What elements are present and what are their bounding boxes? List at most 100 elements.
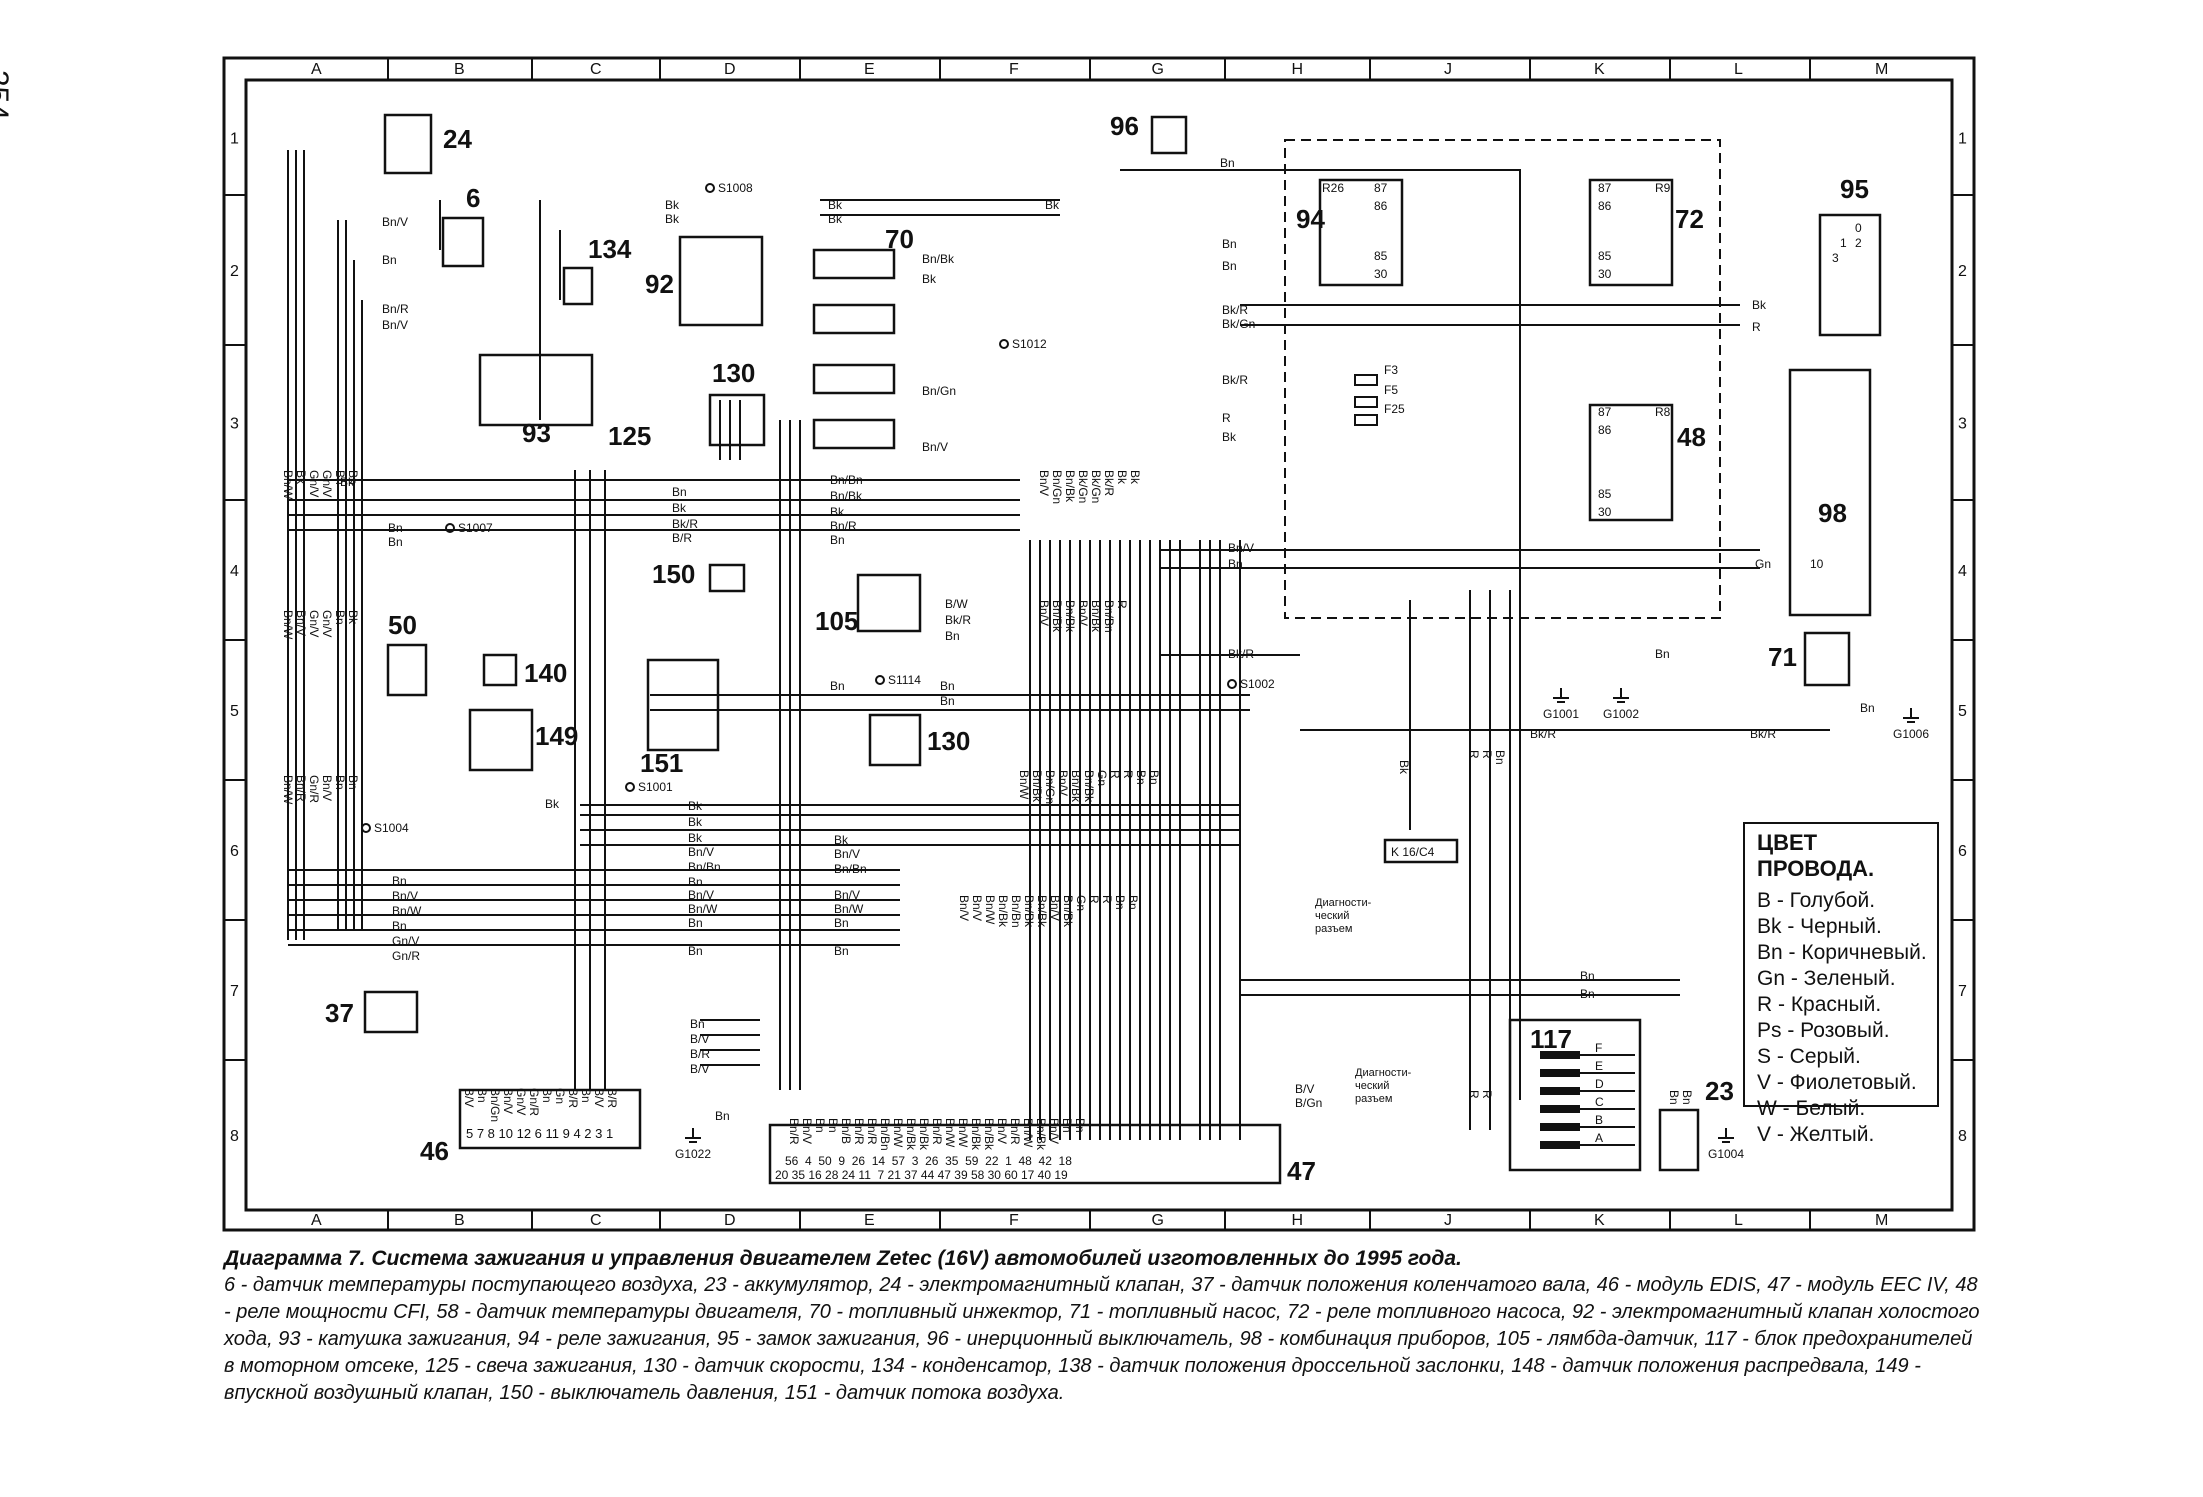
box-6 [441,216,485,268]
legend-items: B - Голубой.Bk - Черный.Bn - Коричневый.… [1757,888,1937,1148]
wire-label-vertical: Gn/V [514,1088,528,1115]
box-23 [1658,1108,1700,1172]
row-label-left: 1 [230,131,239,148]
fuse-letter-c: C [1595,1095,1604,1109]
wire-label-vertical: Bn/V [1037,470,1051,496]
box-72 [1588,178,1674,287]
wire-label-vertical: Bn/Bk [917,1118,931,1151]
relay-pin-labels: R26 R9 R8 87 86 85 30 87 86 85 30 87 86 … [1322,181,1671,519]
box-70d [812,418,896,450]
splice-dot [625,782,635,792]
wire-label: Bk [828,212,843,226]
wire-label: Bn [1655,647,1670,661]
wire-label: Bk [665,198,680,212]
row-label-right: 6 [1958,843,1967,860]
wire-label-vertical: Bk/Gn [1076,470,1090,503]
wire-label-vertical: Bn/Bk [1034,1118,1048,1151]
splice-dot [1227,679,1237,689]
relay-72-p87: 87 [1598,181,1612,195]
fuse-letter-f: F [1595,1041,1602,1055]
wire-label: Bn [688,916,703,930]
fuse-f5: F5 [1384,383,1398,397]
column-label-top: B [454,61,465,78]
wire-label: Bn [834,944,849,958]
label-130a: 130 [712,358,755,388]
wire-label: Bn [688,944,703,958]
wire-label-vertical: Bn [1493,750,1507,765]
wire-label-vertical: Bn/Bk [1089,600,1103,633]
wire-label-vertical: Bk/R [1102,470,1116,496]
splice-s1001: S1001 [638,780,673,794]
wire-label-vertical: Bn/Bk [1030,770,1044,803]
wire-label: Bn [1222,237,1237,251]
diagnostic-connector-label: Диагности- [1315,897,1372,909]
wire-label: B/Gn [1295,1096,1322,1110]
wire-label-vertical: Bn/Bk [904,1118,918,1151]
label-117: 117 [1530,1024,1572,1054]
wire-label: Bn/Bn [688,860,721,874]
component-boxes [363,113,1882,1185]
wire-label: Bk [665,212,680,226]
wire-label-vertical: R [1115,600,1129,609]
relay-48-p30: 30 [1598,505,1612,519]
ground-g1004: G1004 [1708,1147,1744,1161]
wire-label-vertical: Bk [1397,760,1411,775]
ground-g1022: G1022 [675,1147,711,1161]
relay-72-p86: 86 [1598,199,1612,213]
wire-label-vertical: Bn/V [1047,1118,1061,1144]
wire-label-vertical: Gn/V [307,470,321,497]
wire-label: Bn [830,533,845,547]
wire-label-vertical: Bn/V [501,1088,515,1114]
label-47: 47 [1287,1156,1316,1186]
wire-label-vertical: B/R [566,1088,580,1108]
wire-label: Bn [834,916,849,930]
wire-label: Bk [688,799,703,813]
wire-label: Bk [1222,430,1237,444]
wire-label: Bn [690,1017,705,1031]
wire-label: Bk [922,272,937,286]
wire-label: Bn [388,535,403,549]
wire-label: Bn [830,679,845,693]
label-24: 24 [443,124,472,154]
row-label-left: 7 [230,983,239,1000]
ground-g1006: G1006 [1893,727,1929,741]
wire-label: Bn [382,253,397,267]
wire-label: Bk [688,815,703,829]
wire-label: Bn [1580,987,1595,1001]
label-94: 94 [1296,204,1325,234]
fuse-letter-b: B [1595,1113,1603,1127]
relay-72-p85: 85 [1598,249,1612,263]
column-label-bottom: D [724,1212,736,1229]
relay-94-p30: 30 [1374,267,1388,281]
wire-label: B/V [690,1062,709,1076]
splice-dot [999,339,1009,349]
wire-label-vertical: Bn/R [852,1118,866,1145]
relay-94-p87: 87 [1374,181,1388,195]
ign-switch-pos-1: 1 [1840,236,1847,250]
wire-label: Bk [830,505,845,519]
wire-label-vertical: Bn [540,1088,554,1103]
label-134: 134 [588,234,632,264]
fuse-element [1540,1141,1580,1149]
wire-label-vertical: Bn [1126,895,1140,910]
wire-label-vertical: Bn/V [800,1118,814,1144]
splice-dot [705,183,715,193]
module47-pins-bottom: 20 35 16 28 24 11 7 21 37 44 47 39 58 30… [775,1168,1068,1182]
wire-label: Gn/V [392,934,419,948]
ground-g1002: G1002 [1603,707,1639,721]
wire-label: B/W [945,597,968,611]
relay-94-id: R26 [1322,181,1344,195]
legend-item: W - Белый. [1757,1097,1866,1120]
wire-label-vertical: Bn/W [943,1118,957,1148]
column-label-top: G [1152,61,1164,78]
wire-label: B/R [672,531,692,545]
ign-switch-pos-2: 2 [1855,236,1862,250]
wire-label-vertical: B/R [605,1088,619,1108]
legend-item: B - Голубой. [1757,889,1876,912]
wire-label-vertical: Bn/V [320,775,334,801]
fuse-f25: F25 [1384,402,1405,416]
wire-label: Bk [545,797,560,811]
wire-label: Bk/R [1228,647,1254,661]
column-label-bottom: F [1009,1212,1019,1229]
